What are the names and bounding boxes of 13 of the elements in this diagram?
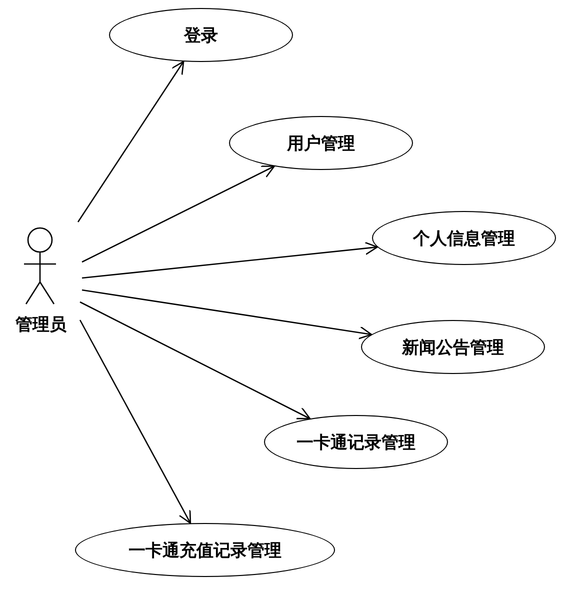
use-case-label: 用户管理 — [287, 132, 355, 154]
association-arrow — [82, 289, 372, 340]
association-arrow — [82, 166, 275, 263]
use-case-label: 一卡通记录管理 — [296, 432, 416, 454]
use-case-label: 个人信息管理 — [413, 228, 515, 250]
use-case-label: 新闻公告管理 — [402, 336, 504, 358]
association-arrow — [79, 320, 192, 524]
use-case-label: 登录 — [184, 24, 218, 46]
association-arrow — [77, 60, 184, 222]
association-arrow — [82, 242, 378, 279]
association-arrow — [80, 301, 311, 420]
use-case-label: 一卡通充值记录管理 — [128, 540, 282, 562]
actor-label: 管理员 — [14, 314, 68, 336]
